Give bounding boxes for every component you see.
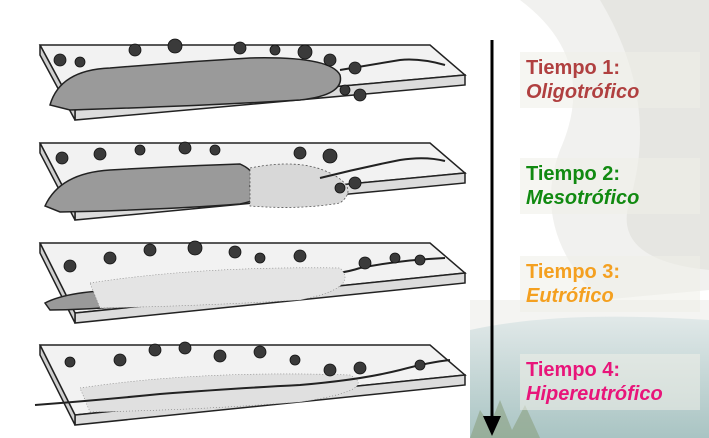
lake-block-oligotrophic <box>0 20 470 125</box>
stage-1-title: Tiempo 1: <box>526 56 694 80</box>
lake-block-hypereutrophic <box>0 330 470 435</box>
stage-3-title: Tiempo 3: <box>526 260 694 284</box>
stage-2-name: Mesotrófico <box>526 186 694 210</box>
stage-3-name: Eutrófico <box>526 284 694 308</box>
time-arrow <box>480 40 504 438</box>
stage-4-label: Tiempo 4: Hipereutrófico <box>520 354 700 410</box>
stage-1-name: Oligotrófico <box>526 80 694 104</box>
lake-block-mesotrophic <box>0 128 470 233</box>
stage-1-label: Tiempo 1: Oligotrófico <box>520 52 700 108</box>
stage-4-name: Hipereutrófico <box>526 382 694 406</box>
stage-4-title: Tiempo 4: <box>526 358 694 382</box>
lake-block-eutrophic <box>0 228 470 333</box>
stage-2-title: Tiempo 2: <box>526 162 694 186</box>
stage-2-label: Tiempo 2: Mesotrófico <box>520 158 700 214</box>
stage-3-label: Tiempo 3: Eutrófico <box>520 256 700 312</box>
